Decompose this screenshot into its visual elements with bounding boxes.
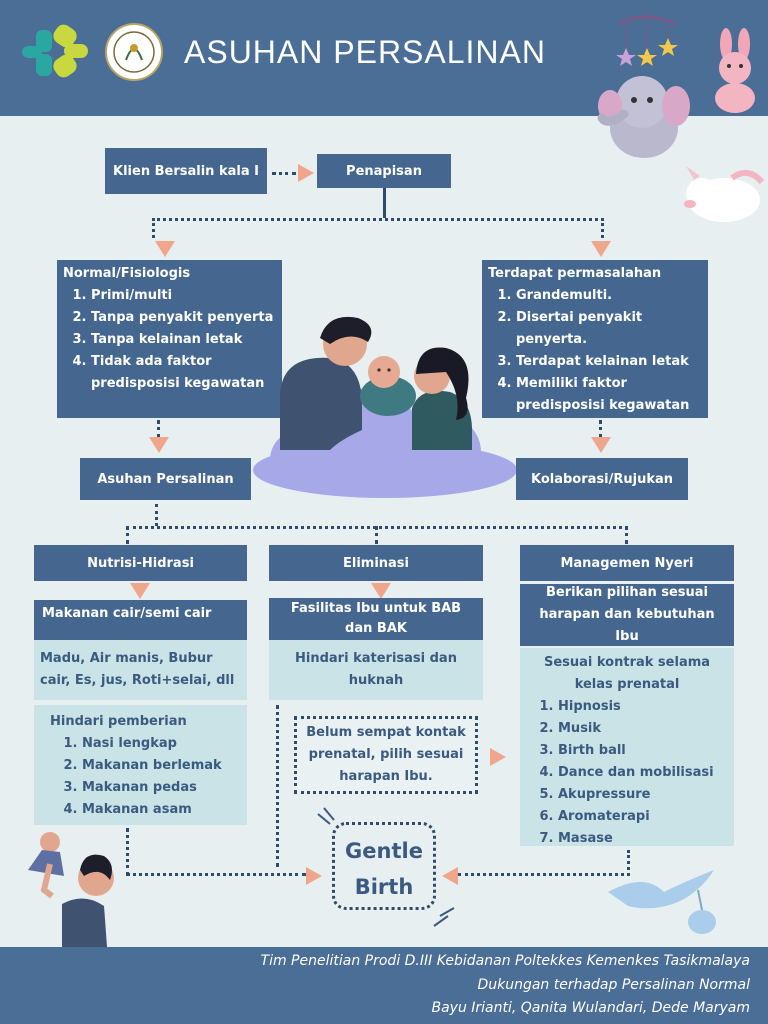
gentle-birth-box: Gentle Birth (332, 822, 436, 910)
arrow-left-icon (442, 867, 458, 885)
masalah-title: Terdapat permasalahan (488, 266, 662, 281)
list-item: Masase (558, 828, 728, 850)
page-title: ASUHAN PERSALINAN (184, 34, 546, 70)
arrow-down-icon (130, 583, 150, 599)
nyeri-title: Managemen Nyeri (560, 555, 694, 571)
connector (276, 705, 279, 867)
footer-line-2: Dukungan terhadap Persalinan Normal (477, 977, 750, 993)
list-item: Makanan pedas (82, 777, 239, 799)
kolaborasi-label: Kolaborasi/Rujukan (530, 471, 674, 487)
nutrisi-examples: Madu, Air manis, Bubur cair, Es, jus, Ro… (40, 651, 235, 688)
list-item: Disertai penyakit penyerta. (516, 307, 702, 351)
asuhan-persalinan-label: Asuhan Persalinan (97, 471, 234, 487)
list-item: Hipnosis (558, 696, 728, 718)
normal-title: Normal/Fisiologis (63, 266, 191, 281)
list-item: Musik (558, 718, 728, 740)
connector (126, 828, 306, 876)
baby-mobile-icon (616, 10, 678, 66)
nutrisi-sub: Makanan cair/semi cair (42, 606, 212, 621)
nutrisi-title-box: Nutrisi-Hidrasi (34, 545, 247, 581)
kemenkes-logo (22, 24, 88, 78)
list-item: Akupressure (558, 784, 728, 806)
connector (157, 420, 160, 438)
klien-bersalin-label: Klien Bersalin kala I (113, 163, 259, 179)
nutrisi-title: Nutrisi-Hidrasi (87, 555, 194, 571)
arrow-right-icon (306, 867, 322, 885)
penapisan-label: Penapisan (346, 163, 422, 179)
list-item: Aromaterapi (558, 806, 728, 828)
elephant-toy-icon (597, 76, 690, 158)
nutrisi-sub-box: Makanan cair/semi cair (34, 600, 247, 640)
nyeri-note: Sesuai kontrak selama kelas prenatal (543, 655, 711, 692)
footer-line-3: Bayu Irianti, Qanita Wulandari, Dede Mar… (431, 1000, 750, 1016)
list-item: Tanpa kelainan letak (91, 329, 276, 351)
nyeri-title-box: Managemen Nyeri (520, 545, 734, 581)
unicorn-toy-icon (684, 166, 765, 222)
family-illustration (253, 316, 517, 498)
arrow-down-icon (591, 437, 611, 453)
arrow-down-icon (591, 241, 611, 257)
gentle-label: Gentle (345, 839, 423, 863)
bunny-toy-icon (715, 28, 755, 113)
list-item: Dance dan mobilisasi (558, 762, 728, 784)
connector (272, 172, 296, 175)
arrow-right-icon (490, 748, 506, 766)
arrow-down-icon (149, 437, 169, 453)
connector (383, 188, 386, 218)
list-item: Tanpa penyakit penyerta (91, 307, 276, 329)
eliminasi-note-box: Hindari katerisasi dan huknah (269, 640, 483, 700)
connector (599, 420, 602, 438)
footer-bar: Tim Penelitian Prodi D.III Kebidanan Pol… (0, 947, 768, 1024)
eliminasi-sub: Fasilitas Ibu untuk BAB dan BAK (290, 601, 462, 636)
stork-icon (608, 870, 716, 934)
list-item: Makanan asam (82, 799, 239, 821)
list-item: Grandemulti. (516, 285, 702, 307)
list-item: Memiliki faktor predisposisi kegawatan (516, 373, 702, 417)
eliminasi-dotted-box: Belum sempat kontak prenatal, pilih sesu… (294, 716, 478, 794)
connector (458, 850, 630, 876)
connector (155, 504, 158, 526)
nutrisi-avoid-box: Hindari pemberian Nasi lengkap Makanan b… (34, 705, 247, 825)
list-item: Nasi lengkap (82, 733, 239, 755)
nyeri-sub-box: Berikan pilihan sesuai harapan dan kebut… (520, 584, 734, 646)
footer-line-1: Tim Penelitian Prodi D.III Kebidanan Pol… (260, 953, 750, 969)
list-item: Birth ball (558, 740, 728, 762)
penapisan-box: Penapisan (317, 154, 451, 188)
poltekkes-seal (105, 23, 163, 81)
list-item: Terdapat kelainan letak (516, 351, 702, 373)
nyeri-list-box: Sesuai kontrak selama kelas prenatal Hip… (520, 648, 734, 846)
branch-connector (152, 218, 604, 238)
masalah-box: Terdapat permasalahan Grandemulti. Diser… (482, 260, 708, 418)
connector (375, 526, 378, 544)
eliminasi-sub-box: Fasilitas Ibu untuk BAB dan BAK (269, 598, 483, 640)
nyeri-sub: Berikan pilihan sesuai harapan dan kebut… (539, 585, 715, 644)
asuhan-persalinan-box: Asuhan Persalinan (80, 458, 251, 500)
birth-label: Birth (354, 875, 414, 899)
normal-box: Normal/Fisiologis Primi/multi Tanpa peny… (57, 260, 282, 418)
eliminasi-dotted: Belum sempat kontak prenatal, pilih sesu… (306, 725, 466, 784)
list-item: Tidak ada faktor predisposisi kegawatan (91, 351, 276, 395)
sparkle-lines-icon (317, 807, 455, 927)
arrow-down-icon (371, 583, 391, 599)
list-item: Primi/multi (91, 285, 276, 307)
eliminasi-title: Eliminasi (342, 555, 409, 571)
arrow-right-icon (298, 164, 314, 182)
eliminasi-note: Hindari katerisasi dan huknah (295, 651, 457, 688)
klien-bersalin-box: Klien Bersalin kala I (105, 148, 267, 194)
nutrisi-avoid-title: Hindari pemberian (50, 714, 187, 729)
list-item: Makanan berlemak (82, 755, 239, 777)
arrow-down-icon (155, 241, 175, 257)
eliminasi-title-box: Eliminasi (269, 545, 483, 581)
kolaborasi-box: Kolaborasi/Rujukan (516, 458, 688, 500)
nutrisi-examples-box: Madu, Air manis, Bubur cair, Es, jus, Ro… (34, 640, 247, 700)
